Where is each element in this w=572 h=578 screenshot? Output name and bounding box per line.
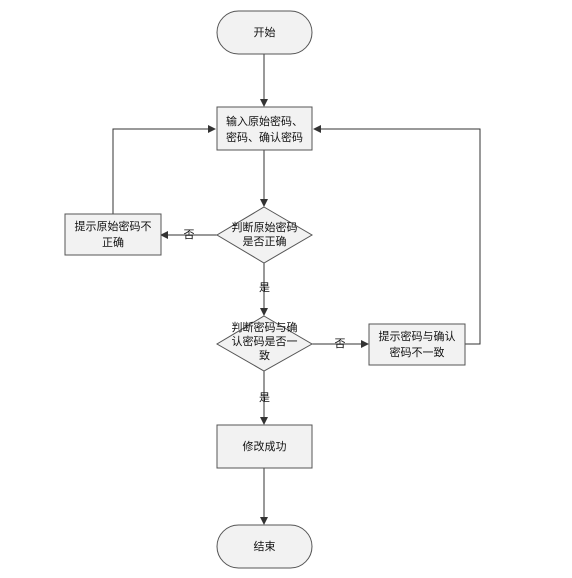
check-match-decision [216, 315, 314, 372]
end-label: 结束 [254, 540, 276, 553]
input-box-line-1: 输入原始密码、 [226, 114, 303, 128]
mismatch-line-1: 提示密码与确认 [379, 329, 456, 343]
end-terminal [216, 524, 313, 569]
wrong-original-box [64, 213, 162, 256]
check-original-decision [216, 206, 313, 264]
mismatch-box [368, 323, 466, 366]
input-box-line-2: 密码、确认密码 [226, 130, 303, 144]
check-match-line-3: 致 [259, 348, 270, 362]
wrong-original-line-1: 提示原始密码不 [75, 219, 152, 233]
start-terminal [216, 10, 313, 55]
check-original-line-1: 判断原始密码 [232, 220, 298, 234]
check-match-line-2: 认密码是否一 [232, 334, 298, 348]
label-no-original: 否 [184, 228, 195, 241]
wrong-original-line-2: 正确 [102, 236, 124, 249]
mismatch-line-2: 密码不一致 [390, 345, 445, 359]
input-passwords-box [216, 106, 313, 151]
label-no-match: 否 [335, 337, 346, 350]
arrow-mismatch-back [313, 125, 481, 345]
check-original-line-2: 是否正确 [243, 235, 287, 248]
label-yes-match: 是 [259, 391, 270, 404]
success-box [216, 424, 313, 469]
start-label: 开始 [254, 25, 276, 39]
check-match-line-1: 判断密码与确 [232, 320, 298, 334]
label-yes-original: 是 [259, 281, 270, 294]
success-label: 修改成功 [243, 439, 287, 453]
arrow-wrong-original-back [112, 125, 216, 214]
